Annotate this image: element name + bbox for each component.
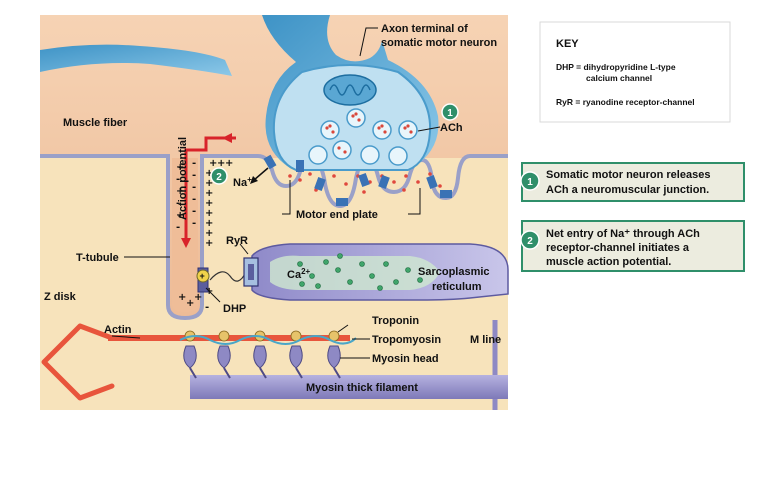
action-potential-arrow	[184, 136, 236, 240]
myosin-thick-filament	[190, 375, 508, 399]
svg-text:+: +	[205, 188, 213, 199]
svg-text:+: +	[205, 228, 213, 239]
svg-text:+: +	[186, 298, 194, 309]
step-1-line-1: Somatic motor neuron releases	[546, 169, 710, 181]
svg-text:+: +	[200, 271, 205, 281]
diagram-badge-2: 2	[210, 167, 228, 185]
svg-text:+: +	[194, 292, 202, 303]
svg-text:+: +	[205, 198, 213, 209]
tropomyosin-label: Tropomyosin	[372, 334, 441, 346]
axon-tail	[40, 44, 232, 76]
key-dhp-line-1: DHP = dihydropyridine L-type	[556, 62, 676, 72]
calcium-ions	[297, 253, 423, 291]
tropomyosin-strand	[179, 335, 357, 345]
actin-label: Actin	[104, 324, 132, 336]
svg-text:-: -	[192, 194, 196, 205]
sarcoplasmic-label-2: reticulum	[432, 281, 482, 293]
step-1-line-2: ACh a neuromuscular junction.	[546, 184, 709, 196]
svg-text:1: 1	[447, 108, 453, 119]
svg-text:-: -	[205, 302, 209, 313]
myosin-heads	[183, 345, 341, 379]
svg-text:+: +	[225, 158, 233, 169]
step-2-line-3: muscle action potential.	[546, 256, 671, 268]
step-callout-1: 1 Somatic motor neuron releases ACh a ne…	[520, 162, 745, 202]
svg-text:+: +	[209, 158, 217, 169]
svg-text:-: -	[176, 222, 180, 233]
diagram-badge-1: 1	[441, 103, 459, 121]
dhp-channel: +	[196, 267, 247, 293]
svg-text:+: +	[176, 162, 184, 173]
ryr-channel	[243, 257, 259, 287]
svg-text:+: +	[176, 186, 184, 197]
axon-terminal-label-2: somatic motor neuron	[381, 37, 497, 49]
troponin-complexes	[184, 330, 340, 342]
vesicle-ach-dots	[325, 112, 413, 154]
svg-text:-: -	[192, 218, 196, 229]
svg-text:2: 2	[216, 172, 222, 183]
ach-label: ACh	[440, 122, 463, 134]
myosin-head-label: Myosin head	[372, 353, 439, 365]
svg-text:+: +	[205, 218, 213, 229]
t-tubule-label: T-tubule	[76, 252, 119, 264]
svg-text:+: +	[178, 292, 186, 303]
leader-lines	[111, 27, 441, 359]
ryr-label: RyR	[226, 235, 248, 247]
m-line-label: M line	[470, 334, 501, 346]
dhp-label: DHP	[223, 303, 246, 315]
svg-text:-: -	[192, 182, 196, 193]
key-dhp-line-2: calcium channel	[586, 73, 652, 83]
svg-text:-: -	[192, 206, 196, 217]
step-callout-2: 2 Net entry of Na⁺ through ACh receptor-…	[520, 220, 745, 272]
svg-text:+: +	[205, 208, 213, 219]
key-title: KEY	[556, 38, 579, 50]
ach-receptor-channels	[263, 154, 452, 206]
mitochondrion	[323, 74, 377, 106]
key-box: KEY DHP = dihydropyridine L-type calcium…	[539, 21, 731, 123]
svg-text:+: +	[205, 178, 213, 189]
sarcoplasmic-label-1: Sarcoplasmic	[418, 266, 490, 278]
axon-terminal-label-1: Axon terminal of	[381, 23, 468, 35]
action-potential-arrowhead-top	[222, 133, 232, 143]
troponin-label: Troponin	[372, 315, 419, 327]
synaptic-vesicles	[308, 108, 418, 166]
na-entry-arrow	[253, 167, 269, 181]
action-potential-arrowhead-down	[181, 238, 191, 248]
step-2-line-1: Net entry of Na⁺ through ACh	[546, 228, 700, 240]
svg-text:-: -	[192, 170, 196, 181]
key-ryr-line: RyR = ryanodine receptor-channel	[556, 97, 695, 107]
z-disk	[41, 323, 115, 401]
myosin-thick-filament-label: Myosin thick filament	[306, 382, 418, 394]
svg-text:+: +	[205, 168, 213, 179]
z-disk-label: Z disk	[44, 291, 77, 303]
svg-text:+: +	[217, 158, 225, 169]
na-entry-arrowhead	[250, 176, 258, 184]
ach-molecules	[288, 172, 442, 194]
svg-text:-: -	[176, 198, 180, 209]
svg-text:-: -	[192, 158, 196, 169]
motor-end-plate-label: Motor end plate	[296, 209, 378, 221]
action-potential-label: Action potential	[177, 137, 189, 220]
calcium-label: Ca2+	[287, 267, 311, 281]
na-label: Na+	[233, 175, 252, 189]
step-2-line-2: receptor-channel initiates a	[546, 242, 690, 254]
svg-text:+: +	[205, 238, 213, 249]
svg-text:2: 2	[527, 236, 533, 247]
svg-text:-: -	[176, 174, 180, 185]
muscle-fiber-label: Muscle fiber	[63, 117, 128, 129]
svg-text:1: 1	[527, 177, 533, 188]
svg-text:+: +	[176, 210, 184, 221]
